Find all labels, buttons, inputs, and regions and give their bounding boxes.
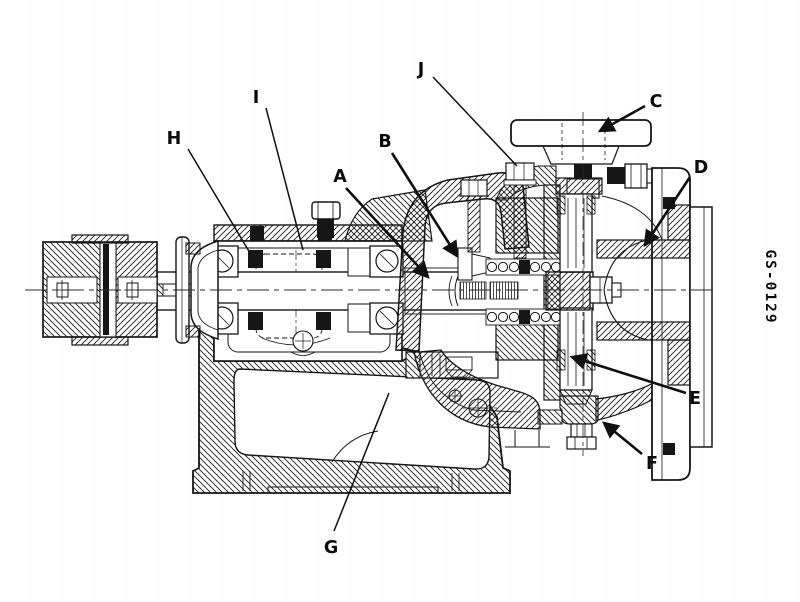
- suction-cover: [596, 167, 713, 481]
- callout-b-leader: [390, 152, 459, 259]
- oil-fill-plug: [311, 201, 341, 220]
- figure-code: GS-0129: [762, 249, 778, 324]
- callout-d-label: D: [694, 158, 709, 178]
- center-lines: [25, 112, 713, 456]
- suction-eye-bellmouth: [603, 239, 649, 341]
- callout-a-label: A: [333, 167, 347, 187]
- callout-g-label: G: [324, 538, 338, 558]
- stuffing-box: [457, 146, 600, 401]
- callout-g-leader: [333, 392, 390, 532]
- callout-e-leader: [569, 353, 687, 395]
- drain-plug-bolt: [570, 423, 593, 438]
- callout-b-label: B: [378, 132, 391, 152]
- callouts: A B C D E F G H I J: [167, 60, 709, 558]
- callout-d-leader: [643, 176, 692, 248]
- wear-ring-upper: [556, 195, 566, 215]
- callout-j-leader: [432, 76, 518, 167]
- packing-rings: [486, 260, 562, 324]
- suction-flange-face: [689, 206, 713, 448]
- callout-f-leader: [602, 421, 643, 456]
- callout-h-label: H: [167, 129, 182, 149]
- discharge-flange: [510, 119, 652, 165]
- packing-gland: [457, 247, 473, 281]
- shaft-coupling: [42, 234, 158, 346]
- casing-flange-bolt: [607, 163, 654, 189]
- gland-stud-right: [503, 162, 537, 259]
- callout-i-leader: [265, 107, 304, 251]
- gland-stud-left: [459, 179, 489, 253]
- impeller-hub: [545, 271, 591, 311]
- callout-c-leader: [597, 104, 646, 133]
- wear-ring-lower: [556, 349, 566, 371]
- callout-j-label: J: [417, 60, 425, 80]
- callout-h-leader: [187, 148, 251, 254]
- callout-i-label: I: [253, 88, 260, 108]
- callout-a-leader: [345, 187, 430, 279]
- callout-e-label: E: [689, 389, 701, 409]
- callout-f-label: F: [646, 454, 658, 474]
- callout-c-label: C: [650, 92, 663, 112]
